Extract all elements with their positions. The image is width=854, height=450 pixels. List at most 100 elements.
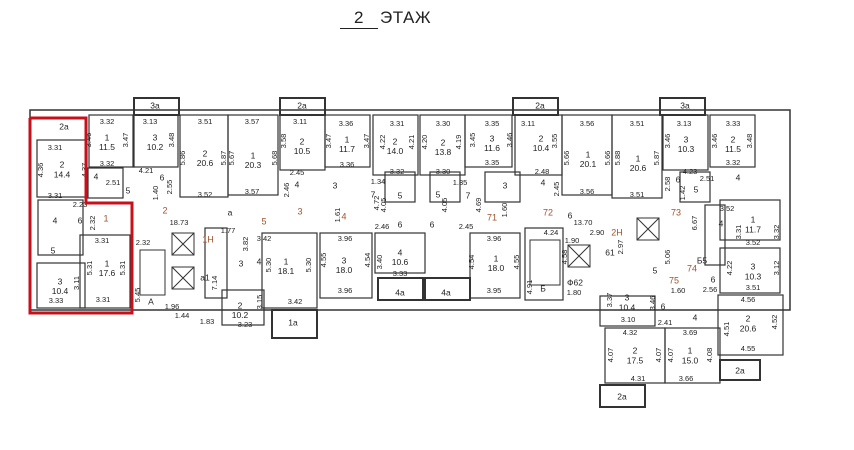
- dimension-label: 20.6: [197, 158, 214, 168]
- dimension-label: 17.5: [627, 355, 644, 365]
- dimension-label: 3.11: [293, 117, 307, 126]
- dimension-label: 3.47: [324, 134, 333, 149]
- dimension-label: 4.07: [666, 348, 675, 363]
- room: [469, 232, 521, 299]
- dimension-label: 3.11: [521, 119, 535, 128]
- dimension-label: 4.05: [440, 198, 449, 213]
- balcony: [424, 277, 471, 301]
- dimension-label: 3.31: [734, 225, 743, 240]
- dimension-label: 4.55: [512, 255, 521, 270]
- room: [484, 171, 521, 203]
- room-label: 7: [466, 190, 471, 200]
- dimension-label: 4.23: [683, 167, 698, 176]
- room-label: 2: [393, 136, 398, 146]
- dimension-label: 4.54: [363, 253, 372, 268]
- floor-number: 2: [340, 8, 378, 29]
- dimension-label: 2.23: [73, 200, 88, 209]
- dimension-label: 3.48: [745, 134, 754, 149]
- dimension-label: 15.0: [682, 355, 699, 365]
- dimension-label: 1.44: [175, 311, 190, 320]
- room-label: 1: [345, 134, 350, 144]
- room-label: 2Н: [611, 227, 623, 237]
- dimension-label: 4.31: [631, 374, 646, 383]
- dimension-label: 2.46: [282, 183, 291, 198]
- dimension-label: 1.42: [678, 186, 687, 201]
- dimension-label: 5.31: [118, 261, 127, 276]
- dimension-label: 3.13: [677, 119, 692, 128]
- dimension-label: 3.33: [393, 269, 408, 278]
- dimension-label: 3.30: [436, 167, 451, 176]
- dimension-label: 4.07: [654, 348, 663, 363]
- room-label: 2: [441, 137, 446, 147]
- room-label: 7: [371, 189, 376, 199]
- dimension-label: 2.48: [535, 167, 550, 176]
- elevator-cross: [171, 266, 195, 290]
- dimension-label: 14.0: [387, 146, 404, 156]
- room-label: 2: [633, 345, 638, 355]
- dimension-label: 5.06: [663, 250, 672, 265]
- staircase: [139, 249, 166, 296]
- dimension-label: 1.77: [221, 226, 236, 235]
- dimension-label: 3.51: [630, 190, 645, 199]
- dimension-label: 10.3: [745, 271, 762, 281]
- room-label: 6: [430, 219, 435, 229]
- room-label: 6: [676, 174, 681, 184]
- room-label: 2: [162, 205, 167, 215]
- room-label: 5: [694, 184, 699, 194]
- dimension-label: 4.19: [454, 135, 463, 150]
- dimension-label: 3.32: [726, 158, 741, 167]
- room-label: 4: [257, 256, 262, 266]
- room-label: 2а: [735, 365, 745, 375]
- room-label: 3: [333, 180, 338, 190]
- room-label: 1: [251, 150, 256, 160]
- dimension-label: 3.47: [121, 133, 130, 148]
- floor-word: ЭТАЖ: [379, 8, 432, 27]
- dimension-label: 1.80: [567, 288, 582, 297]
- dimension-label: 18.1: [278, 266, 295, 276]
- room-label: 5: [398, 190, 403, 200]
- room-label: Б: [540, 283, 546, 293]
- dimension-label: 1.96: [165, 302, 180, 311]
- dimension-label: 3.51: [198, 117, 213, 126]
- dimension-label: 5.88: [613, 151, 622, 166]
- dimension-label: 4.55: [319, 253, 328, 268]
- dimension-label: 3.57: [245, 117, 260, 126]
- dimension-label: 3.15: [255, 295, 264, 310]
- dimension-label: 5.66: [562, 151, 571, 166]
- room-label: 6: [398, 219, 403, 229]
- dimension-label: 4.72: [372, 196, 381, 211]
- dimension-label: 11.6: [484, 143, 500, 153]
- room: [261, 232, 318, 309]
- room-label: 3: [58, 276, 63, 286]
- dimension-label: 3.36: [340, 160, 355, 169]
- dimension-label: 11.7: [745, 224, 761, 234]
- room: [524, 227, 564, 301]
- dimension-label: 3.30: [436, 119, 451, 128]
- room-label: 2а: [617, 391, 627, 401]
- room-label: 4: [295, 179, 300, 189]
- selected-apartment-outline[interactable]: [28, 116, 134, 315]
- balcony: [719, 359, 761, 381]
- room-label: 5: [653, 265, 658, 275]
- room-label: 3: [490, 133, 495, 143]
- elevator-shaft: [636, 217, 660, 241]
- dimension-label: 4.52: [770, 315, 779, 330]
- room-label: 73: [671, 207, 681, 217]
- dimension-label: 5.67: [227, 151, 236, 166]
- room-label: 1: [284, 256, 289, 266]
- dimension-label: 3.46: [663, 134, 672, 149]
- room-label: 3: [503, 180, 508, 190]
- dimension-label: 3.57: [245, 187, 260, 196]
- elevator-cross: [636, 217, 660, 241]
- dimension-label: 3.31: [48, 191, 63, 200]
- elevator-shaft: [171, 232, 195, 256]
- room-label: 6: [661, 301, 666, 311]
- dimension-label: 3.46: [710, 134, 719, 149]
- dimension-label: 3.11: [72, 276, 81, 290]
- dimension-label: 3.46: [84, 133, 93, 148]
- dimension-label: 5.45: [133, 288, 142, 303]
- room-label: 6: [711, 274, 716, 284]
- dimension-label: 4.32: [623, 328, 638, 337]
- dimension-label: 14.4: [54, 169, 71, 179]
- room-label: 2: [731, 134, 736, 144]
